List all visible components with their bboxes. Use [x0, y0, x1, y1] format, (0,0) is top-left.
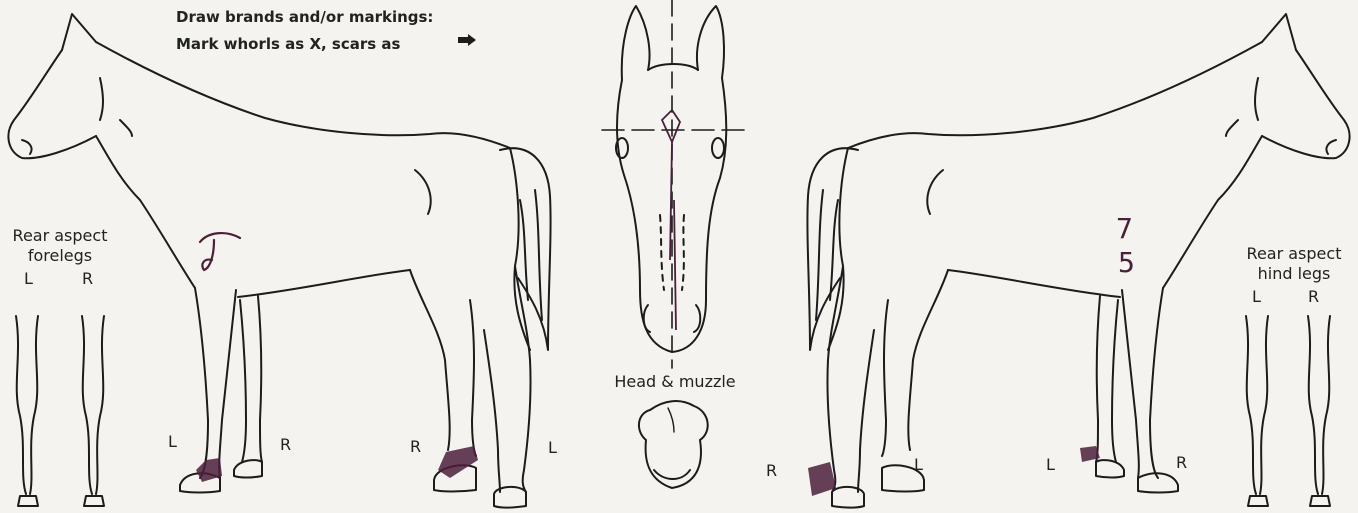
right-view-hind-leg-left-label: L [914, 455, 923, 474]
muzzle-view [639, 401, 708, 488]
rear-aspect-hindlegs-drawing [1246, 316, 1330, 506]
left-view-hind-leg-right-label: R [410, 437, 421, 456]
instructions-line-1: Draw brands and/or markings: [176, 6, 433, 29]
forelegs-title-line-2: forelegs [28, 246, 92, 265]
head-front-view [602, 0, 744, 368]
hindlegs-right-label: R [1308, 287, 1319, 306]
left-view-front-leg-right-label: R [280, 435, 291, 454]
right-view-front-leg-right-label: R [1176, 453, 1187, 472]
forelegs-left-label: L [24, 269, 33, 288]
hindlegs-title-line-1: Rear aspect [1247, 244, 1342, 263]
left-view-front-leg-left-label: L [168, 432, 177, 451]
head-muzzle-label: Head & muzzle [614, 372, 735, 391]
instructions-line-2: Mark whorls as X, scars as [176, 33, 400, 56]
left-view-hind-leg-left-label: L [548, 438, 557, 457]
rear-aspect-forelegs-drawing [16, 316, 104, 506]
hindlegs-left-label: L [1252, 287, 1261, 306]
hindlegs-title-line-2: hind legs [1258, 264, 1331, 283]
face-whorl-marking [662, 110, 680, 330]
forelegs-title-line-1: Rear aspect [13, 226, 108, 245]
right-view-hind-leg-right-label: R [766, 461, 777, 480]
brand-number-line-2: 5 [1118, 248, 1135, 278]
brand-number-line-1: 7 [1116, 214, 1133, 244]
forelegs-right-label: R [82, 269, 93, 288]
arrow-right-icon [458, 34, 476, 46]
shoulder-brand-marking [200, 233, 240, 270]
right-view-front-leg-left-label: L [1046, 455, 1055, 474]
left-side-hind-coronet-marking [438, 446, 478, 478]
